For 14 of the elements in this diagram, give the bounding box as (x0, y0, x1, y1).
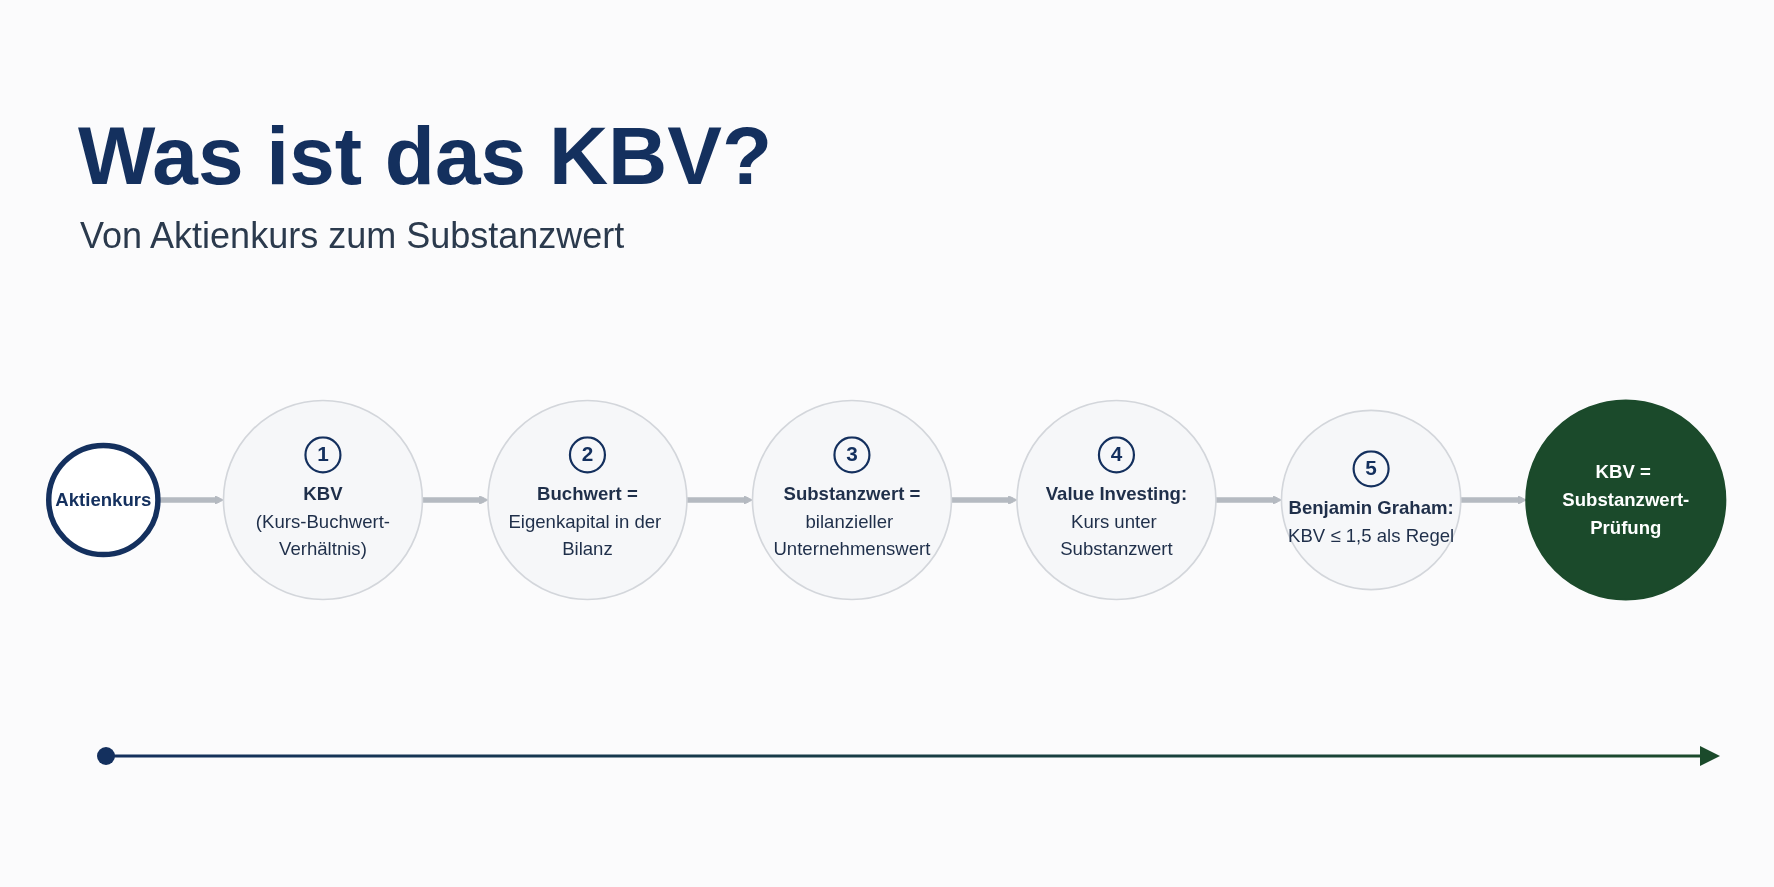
arrow (422, 495, 489, 505)
node-circle: 2 Buchwert = Eigenkapital in der Bilanz (487, 399, 688, 601)
arrow (951, 495, 1018, 505)
node-circle: Aktienkurs (46, 442, 161, 558)
node-circle: 5 Benjamin Graham: KBV ≤ 1,5 als Regel (1280, 409, 1462, 591)
node-circle: 3 Substanzwert = bilanzieller Unternehmenswert (751, 399, 953, 601)
arrow (1460, 495, 1527, 505)
title: Was ist das KBV? (78, 109, 773, 203)
node-circle: KBV = Substanzwert-Prüfung (1525, 399, 1727, 601)
node-circle: 1 KBV (Kurs-Buchwert-Verhältnis) (222, 399, 424, 601)
subtitle: Von Aktienkurs zum Substanzwert (80, 214, 625, 258)
node-circle: 4 Value Investing: Kurs unter Substanzwert (1016, 399, 1217, 601)
arrow (686, 495, 753, 505)
arrow (1215, 495, 1282, 505)
